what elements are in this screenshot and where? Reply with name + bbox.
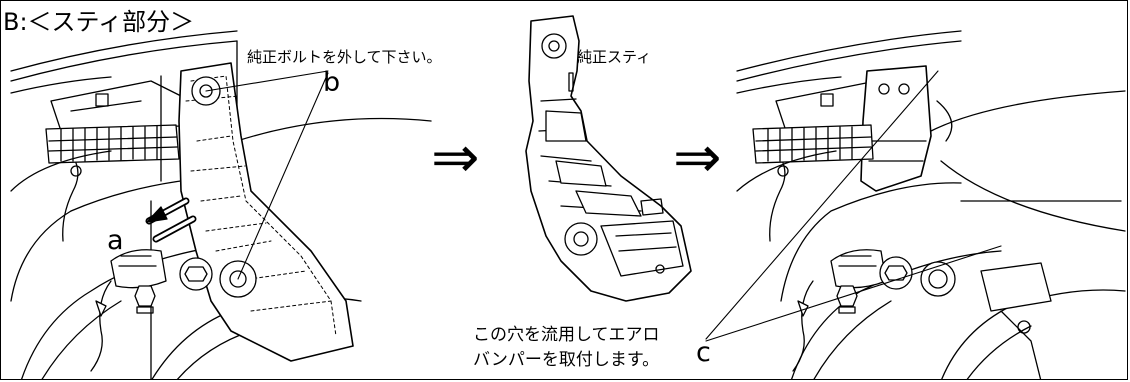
reuse-hole-note-line2: バンパーを取付します。	[473, 350, 660, 370]
reuse-hole-note: この穴を流用してエアロ バンパーを取付します。	[473, 323, 660, 373]
step-arrow-1: ⇒	[431, 123, 480, 191]
diagram-original-stay	[525, 15, 692, 302]
section-title: B:＜スティ部分＞	[3, 8, 195, 36]
remove-bolt-note: 純正ボルトを外して下さい。	[247, 48, 442, 66]
callout-a: a	[107, 225, 124, 256]
original-stay-label: 純正スティ	[577, 48, 652, 66]
step-arrow-2: ⇒	[673, 123, 722, 191]
reuse-hole-note-line1: この穴を流用してエアロ	[473, 325, 660, 345]
callout-c: c	[696, 337, 711, 368]
diagram-before	[10, 30, 432, 379]
diagram-after	[705, 30, 1126, 379]
callout-b: b	[323, 67, 341, 98]
